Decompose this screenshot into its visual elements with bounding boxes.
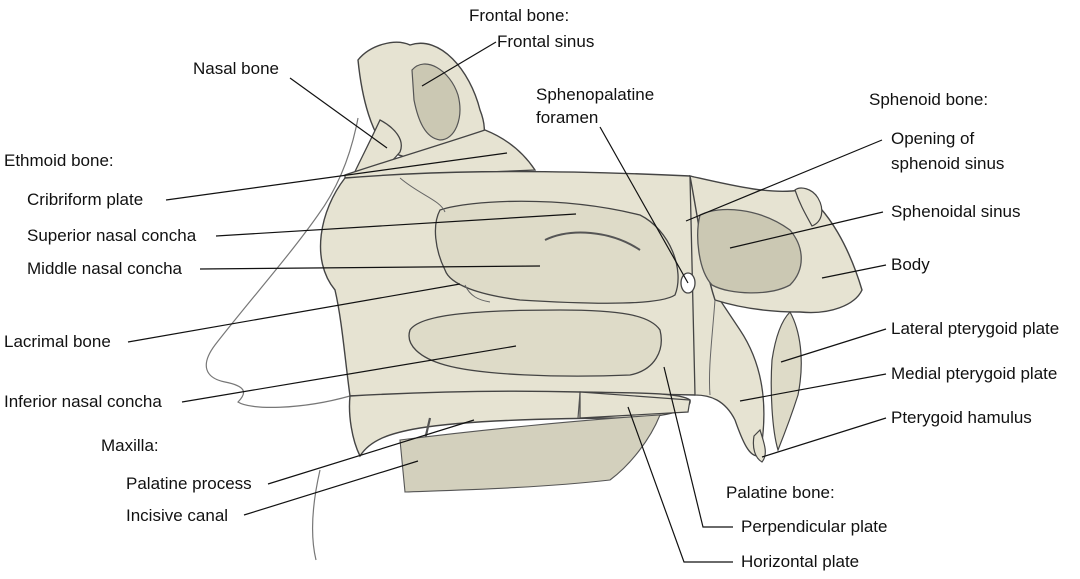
face-profile-outline [205, 117, 359, 561]
label-superior-concha: Superior nasal concha [27, 226, 197, 245]
inferior-concha [408, 309, 662, 377]
label-perpendicular-plate: Perpendicular plate [741, 517, 888, 536]
label-horizontal-plate: Horizontal plate [741, 552, 860, 571]
label-frontal-sinus: Frontal sinus [497, 32, 595, 51]
label-sphenoidal-sinus: Sphenoidal sinus [891, 202, 1021, 221]
label-pterygoid-hamulus: Pterygoid hamulus [891, 408, 1032, 427]
palatine-horizontal-plate [579, 391, 691, 419]
label-palatine-process: Palatine process [126, 474, 252, 493]
suture-lines [399, 177, 716, 396]
superior-concha-groove [544, 231, 641, 251]
leader-palatine-process [267, 419, 475, 485]
label-sphenopalatine-2: foramen [536, 108, 599, 127]
leader-middle-concha [199, 265, 541, 270]
superior-middle-concha [434, 200, 679, 304]
leader-medial-pterygoid [739, 373, 887, 402]
label-lateral-pterygoid: Lateral pterygoid plate [891, 319, 1060, 338]
sphenoidal-sinus [697, 208, 802, 294]
label-sphenoid-bone: Sphenoid bone: [869, 90, 989, 109]
leader-inferior-concha [181, 345, 517, 403]
leader-body [821, 264, 887, 279]
frontal-sinus [411, 63, 461, 141]
leader-opening-sphenoid [685, 139, 883, 222]
label-middle-concha: Middle nasal concha [27, 259, 182, 278]
leader-perpendicular-plate [663, 366, 733, 528]
label-inferior-concha: Inferior nasal concha [4, 392, 162, 411]
leader-cribriform [165, 152, 508, 201]
leader-sphenopalatine [599, 126, 689, 284]
label-incisive-canal: Incisive canal [126, 506, 229, 525]
label-opening-1: Opening of [891, 129, 975, 148]
label-ethmoid-bone: Ethmoid bone: [4, 151, 114, 170]
leader-nasal-bone [289, 77, 388, 149]
leader-lateral-pterygoid [780, 328, 887, 363]
pterygoid-hamulus [752, 428, 766, 463]
leader-sphenoidal-sinus [729, 211, 884, 249]
leader-frontal-sinus [421, 41, 497, 87]
label-frontal-bone: Frontal bone: [469, 6, 570, 25]
label-body: Body [891, 255, 930, 274]
label-maxilla: Maxilla: [101, 436, 159, 455]
label-opening-2: sphenoid sinus [891, 154, 1005, 173]
leader-incisive-canal [243, 460, 419, 516]
leader-pterygoid-hamulus [761, 417, 887, 458]
leader-horizontal-plate [627, 406, 733, 563]
label-nasal-bone: Nasal bone [193, 59, 280, 78]
palate-underside [399, 414, 661, 493]
leader-lacrimal [127, 283, 461, 343]
lateral-pterygoid-plate [770, 311, 802, 452]
label-palatine-bone: Palatine bone: [726, 483, 835, 502]
leader-lines [127, 41, 887, 563]
label-cribriform-plate: Cribriform plate [27, 190, 144, 209]
label-lacrimal-bone: Lacrimal bone [4, 332, 111, 351]
label-sphenopalatine-1: Sphenopalatine [536, 85, 655, 104]
dorsum-sellae [794, 187, 823, 227]
label-medial-pterygoid: Medial pterygoid plate [891, 364, 1058, 383]
leader-superior-concha [215, 213, 577, 237]
